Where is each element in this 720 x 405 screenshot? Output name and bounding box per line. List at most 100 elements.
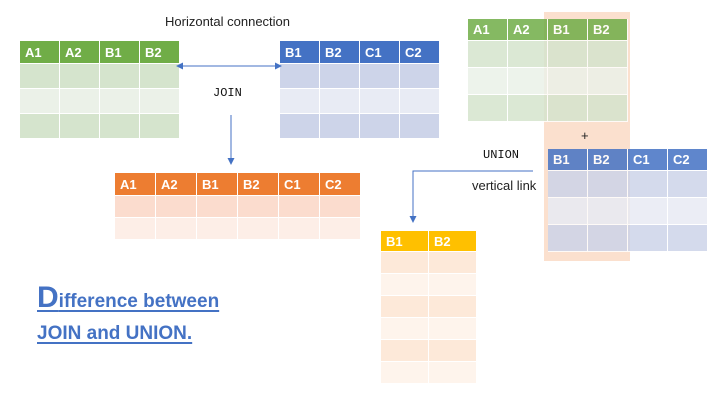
header-cell: C1	[360, 41, 400, 64]
header-cell: B1	[381, 231, 429, 252]
table-cell	[360, 114, 400, 139]
table-cell	[429, 340, 477, 362]
header-cell: C2	[400, 41, 440, 64]
header-cell: C1	[628, 149, 668, 171]
table-cell	[320, 89, 360, 114]
table-cell	[279, 196, 320, 218]
table-cell	[588, 198, 628, 225]
table-cell	[100, 114, 140, 139]
table-cell	[508, 41, 548, 68]
header-cell: B1	[548, 149, 588, 171]
table-cell	[320, 64, 360, 89]
table-cell	[628, 171, 668, 198]
table-cell	[100, 89, 140, 114]
table-cell	[360, 64, 400, 89]
heading-line1: ifference between	[58, 291, 220, 312]
table-cell	[60, 89, 100, 114]
table-cell	[381, 252, 429, 274]
table-cell	[156, 196, 197, 218]
table-cell	[548, 171, 588, 198]
table-cell	[468, 41, 508, 68]
table-cell	[381, 318, 429, 340]
table-cell	[20, 64, 60, 89]
table-cell	[668, 171, 708, 198]
header-cell: B1	[100, 41, 140, 64]
header-cell: A2	[508, 19, 548, 41]
table-cell	[279, 218, 320, 240]
table-cell	[628, 225, 668, 252]
table-cell	[508, 68, 548, 95]
table-cell	[115, 196, 156, 218]
vertical-link-label: vertical link	[472, 178, 537, 193]
header-cell: B2	[140, 41, 180, 64]
table-cell	[115, 218, 156, 240]
header-cell: B2	[320, 41, 360, 64]
table-cell	[320, 114, 360, 139]
table-cell	[280, 114, 320, 139]
header-cell: A2	[156, 173, 197, 196]
table-cell	[588, 41, 628, 68]
table-cell	[381, 274, 429, 296]
horizontal-connection-label: Horizontal connection	[165, 14, 291, 29]
table-cell	[429, 296, 477, 318]
horizontal-double-arrow	[176, 62, 282, 70]
table-cell	[320, 196, 361, 218]
table-cell	[360, 89, 400, 114]
table-cell	[548, 95, 588, 122]
heading-line2: JOIN and UNION.	[37, 323, 193, 344]
header-cell: C2	[668, 149, 708, 171]
table-cell	[280, 89, 320, 114]
header-cell: B1	[197, 173, 238, 196]
table-cell	[429, 318, 477, 340]
table-cell	[381, 340, 429, 362]
header-cell: A1	[115, 173, 156, 196]
table-cell	[197, 218, 238, 240]
header-cell: A2	[60, 41, 100, 64]
header-cell: B2	[588, 19, 628, 41]
table-cell	[381, 362, 429, 384]
table-cell	[197, 196, 238, 218]
table-cell	[588, 171, 628, 198]
table-cell	[548, 41, 588, 68]
heading-first-letter: D	[37, 281, 59, 314]
header-cell: A1	[20, 41, 60, 64]
table-cell	[588, 95, 628, 122]
table-cell	[60, 114, 100, 139]
table-cell	[548, 198, 588, 225]
table-cell	[140, 89, 180, 114]
table-cell	[156, 218, 197, 240]
diagram-heading: Difference between JOIN and UNION.	[37, 281, 220, 347]
header-cell: B1	[548, 19, 588, 41]
join-down-arrow	[227, 115, 235, 165]
table-cell	[238, 196, 279, 218]
table-cell	[468, 95, 508, 122]
table-cell	[100, 64, 140, 89]
table-cell	[429, 252, 477, 274]
table-cell	[588, 225, 628, 252]
header-cell: C1	[279, 173, 320, 196]
table-cell	[429, 362, 477, 384]
table-cell	[140, 114, 180, 139]
table-cell	[668, 198, 708, 225]
header-cell: B1	[280, 41, 320, 64]
table-cell	[429, 274, 477, 296]
join-label: JOIN	[213, 86, 242, 100]
table-cell	[508, 95, 548, 122]
union-elbow-arrow	[409, 170, 533, 223]
table-cell	[628, 198, 668, 225]
table-cell	[400, 89, 440, 114]
header-cell: B2	[588, 149, 628, 171]
table-cell	[400, 114, 440, 139]
table-cell	[60, 64, 100, 89]
table-cell	[548, 225, 588, 252]
union-label: UNION	[483, 148, 520, 162]
table-cell	[320, 218, 361, 240]
table-cell	[20, 89, 60, 114]
table-cell	[548, 68, 588, 95]
table-cell	[588, 68, 628, 95]
